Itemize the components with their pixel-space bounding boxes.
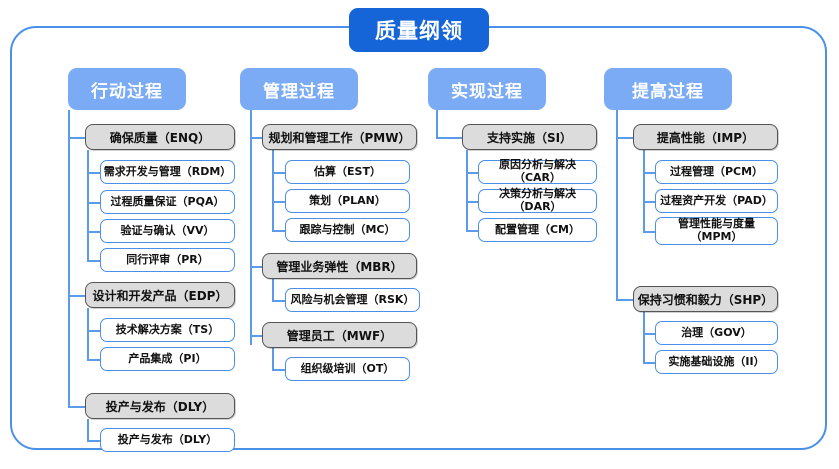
group-node-1-1[interactable]: 管理业务弹性（MBR） xyxy=(262,253,417,279)
leaf-node-1-0-1[interactable]: 策划（PLAN） xyxy=(285,189,410,213)
connector-l3-1-0 xyxy=(643,333,655,335)
leaf-node-0-0-0[interactable]: 需求开发与管理（RDM） xyxy=(100,160,235,184)
connector-l0-1-0 xyxy=(87,330,100,332)
column-header-0[interactable]: 行动过程 xyxy=(68,68,186,110)
group-trunk-3-0 xyxy=(643,150,645,232)
leaf-node-0-0-1[interactable]: 过程质量保证（PQA） xyxy=(100,190,235,214)
group-node-0-1[interactable]: 设计和开发产品（EDP） xyxy=(85,282,235,308)
leaf-node-1-0-0[interactable]: 估算（EST） xyxy=(285,160,410,184)
connector-l0-0-0 xyxy=(87,172,100,174)
leaf-node-2-0-1[interactable]: 决策分析与解决（DAR） xyxy=(478,188,597,213)
connector-l0-0-1 xyxy=(87,202,100,204)
group-node-3-0[interactable]: 提高性能（IMP） xyxy=(633,124,778,150)
leaf-node-0-1-0[interactable]: 技术解决方案（TS） xyxy=(100,318,235,342)
leaf-node-0-2-0[interactable]: 投产与发布（DLY） xyxy=(100,428,235,452)
group-node-0-0[interactable]: 确保质量（ENQ） xyxy=(85,124,235,150)
root-title-box[interactable]: 质量纲领 xyxy=(349,8,489,52)
leaf-node-3-0-1[interactable]: 过程资产开发（PAD） xyxy=(655,189,778,213)
leaf-node-1-1-0[interactable]: 风险与机会管理（RSK） xyxy=(285,288,420,312)
group-node-1-2[interactable]: 管理员工（MWF） xyxy=(262,322,417,348)
column-trunk-0 xyxy=(68,110,70,406)
connector-g0-2 xyxy=(68,406,85,408)
column-header-1[interactable]: 管理过程 xyxy=(240,68,358,110)
connector-g3-0 xyxy=(616,137,633,139)
leaf-node-1-0-2[interactable]: 跟踪与控制（MC） xyxy=(285,218,410,242)
connector-l1-1-0 xyxy=(272,300,285,302)
connector-g1-1 xyxy=(250,266,262,268)
connector-g3-1 xyxy=(616,299,633,301)
leaf-node-0-0-3[interactable]: 同行评审（PR） xyxy=(100,248,235,272)
connector-l1-0-1 xyxy=(272,201,285,203)
connector-l1-0-2 xyxy=(272,230,285,232)
column-header-2[interactable]: 实现过程 xyxy=(428,68,546,110)
group-trunk-0-1 xyxy=(87,308,89,360)
group-node-0-2[interactable]: 投产与发布（DLY） xyxy=(85,393,235,419)
connector-g1-2 xyxy=(250,335,262,337)
group-trunk-2-0 xyxy=(466,150,468,231)
connector-l1-2-0 xyxy=(272,369,285,371)
leaf-node-3-1-1[interactable]: 实施基础设施（II） xyxy=(655,350,778,374)
leaf-node-0-1-1[interactable]: 产品集成（PI） xyxy=(100,347,235,371)
connector-l0-0-3 xyxy=(87,260,100,262)
column-trunk-3 xyxy=(616,110,618,300)
connector-l2-0-0 xyxy=(466,172,478,174)
connector-g0-1 xyxy=(68,295,85,297)
leaf-node-0-0-2[interactable]: 验证与确认（VV） xyxy=(100,219,235,243)
connector-l1-0-0 xyxy=(272,172,285,174)
leaf-node-3-0-2[interactable]: 管理性能与度量（MPM） xyxy=(655,217,778,245)
leaf-node-3-0-0[interactable]: 过程管理（PCM） xyxy=(655,160,778,184)
group-trunk-1-0 xyxy=(272,150,274,231)
group-node-1-0[interactable]: 规划和管理工作（PMW） xyxy=(262,124,417,150)
leaf-node-2-0-2[interactable]: 配置管理（CM） xyxy=(478,218,597,242)
connector-l3-0-1 xyxy=(643,201,655,203)
connector-l0-2-0 xyxy=(87,440,100,442)
group-trunk-1-2 xyxy=(272,348,274,370)
connector-g1-0 xyxy=(250,137,262,139)
group-node-3-1[interactable]: 保持习惯和毅力（SHP） xyxy=(633,286,778,312)
leaf-node-1-2-0[interactable]: 组织级培训（OT） xyxy=(285,357,410,381)
connector-l0-1-1 xyxy=(87,359,100,361)
connector-g0-0 xyxy=(68,137,85,139)
column-trunk-2 xyxy=(436,110,438,138)
connector-l2-0-1 xyxy=(466,201,478,203)
group-trunk-3-1 xyxy=(643,312,645,363)
connector-l0-0-2 xyxy=(87,231,100,233)
group-node-2-0[interactable]: 支持实施（SI） xyxy=(462,124,597,150)
leaf-node-2-0-0[interactable]: 原因分析与解决（CAR） xyxy=(478,159,597,184)
connector-l2-0-2 xyxy=(466,230,478,232)
column-trunk-1 xyxy=(250,110,252,345)
connector-l3-0-2 xyxy=(643,231,655,233)
group-trunk-0-0 xyxy=(87,150,89,260)
connector-l3-1-1 xyxy=(643,362,655,364)
leaf-node-3-1-0[interactable]: 治理（GOV） xyxy=(655,321,778,345)
group-trunk-0-2 xyxy=(87,419,89,442)
group-trunk-1-1 xyxy=(272,279,274,301)
connector-g2-0 xyxy=(436,137,462,139)
connector-l3-0-0 xyxy=(643,172,655,174)
column-header-3[interactable]: 提高过程 xyxy=(604,68,732,110)
